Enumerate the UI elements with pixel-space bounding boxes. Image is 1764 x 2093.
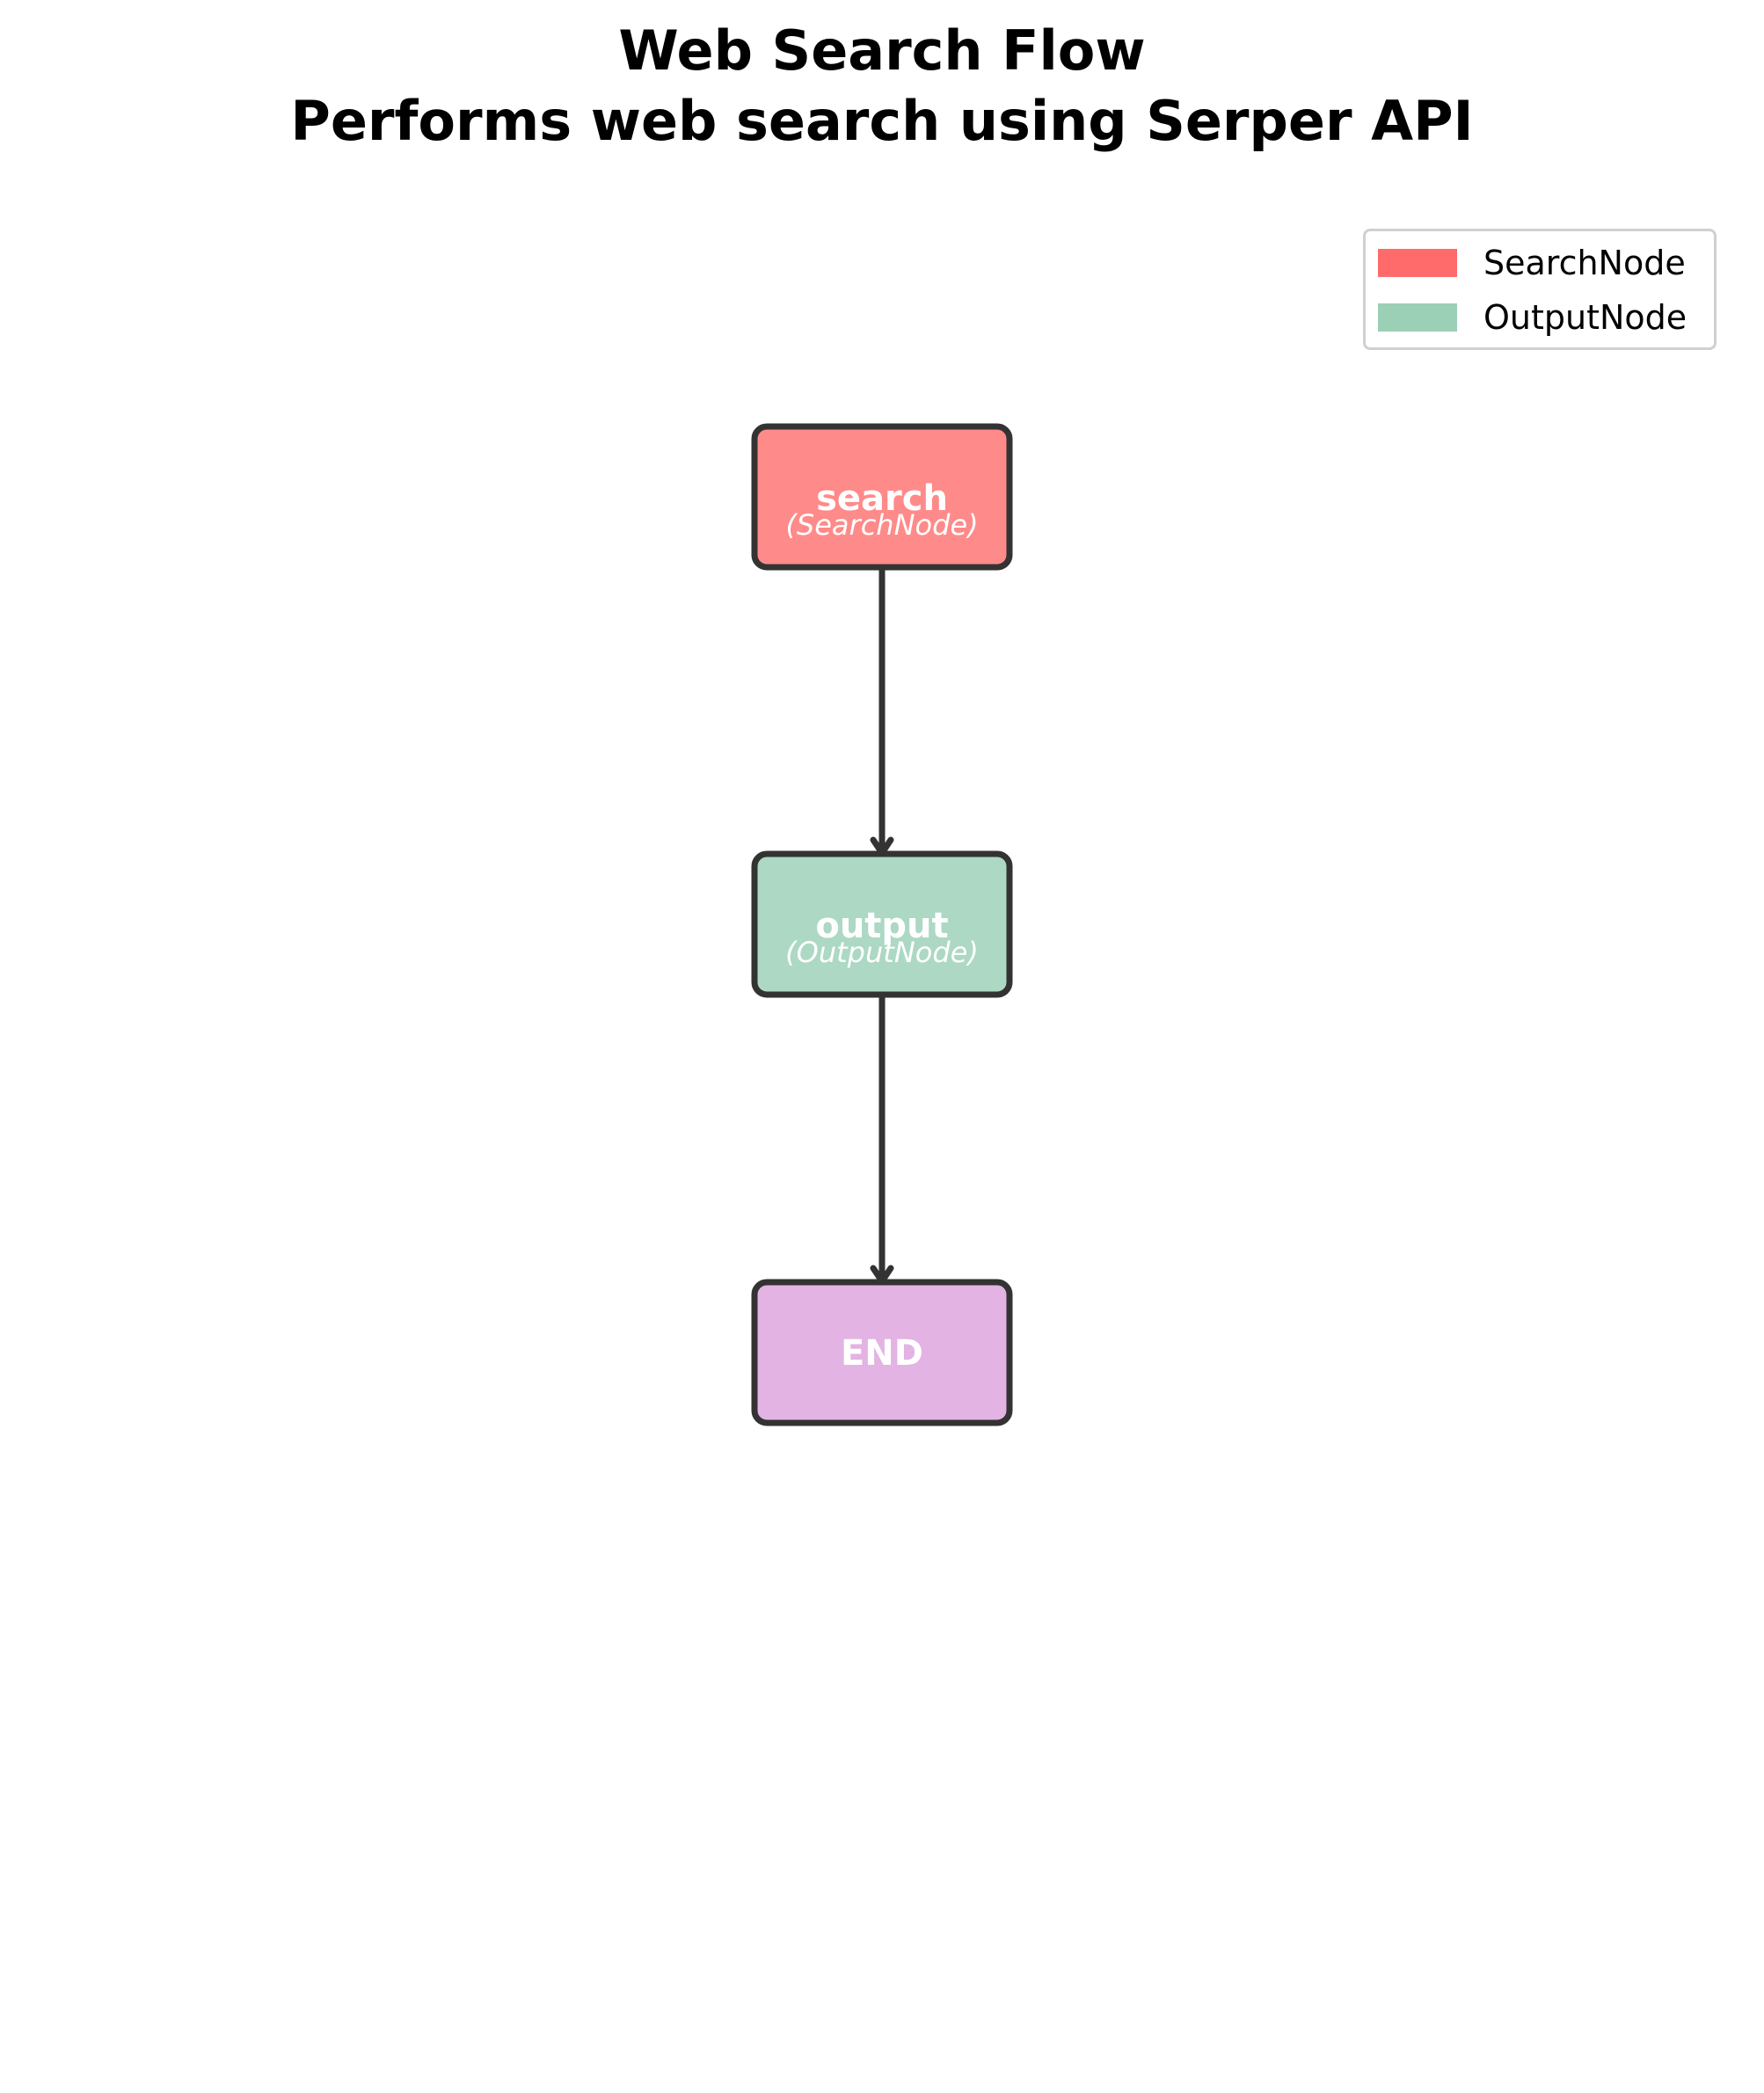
node-search-type: (SearchNode)	[785, 508, 978, 542]
legend-swatch-searchnode	[1378, 249, 1457, 277]
legend-label-outputnode: OutputNode	[1483, 298, 1687, 337]
legend-swatch-outputnode	[1378, 303, 1457, 332]
node-search: search (SearchNode)	[751, 423, 1013, 571]
legend-item-searchnode: SearchNode	[1378, 244, 1686, 282]
node-output-type: (OutputNode)	[785, 936, 979, 969]
legend: SearchNode OutputNode	[1363, 229, 1717, 350]
diagram-title: Web Search Flow Performs web search usin…	[0, 16, 1764, 157]
node-end: END	[751, 1279, 1013, 1426]
title-line-1: Web Search Flow	[618, 18, 1146, 83]
node-search-label: search	[816, 478, 948, 519]
node-output-label: output	[815, 906, 948, 946]
node-search-box	[751, 423, 1013, 571]
legend-item-outputnode: OutputNode	[1378, 298, 1687, 337]
node-output-box	[751, 850, 1013, 998]
node-end-label: END	[841, 1333, 923, 1374]
title-line-2: Performs web search using Serper API	[290, 89, 1474, 153]
node-end-box	[751, 1279, 1013, 1426]
legend-label-searchnode: SearchNode	[1483, 244, 1686, 282]
node-output: output (OutputNode)	[751, 850, 1013, 998]
